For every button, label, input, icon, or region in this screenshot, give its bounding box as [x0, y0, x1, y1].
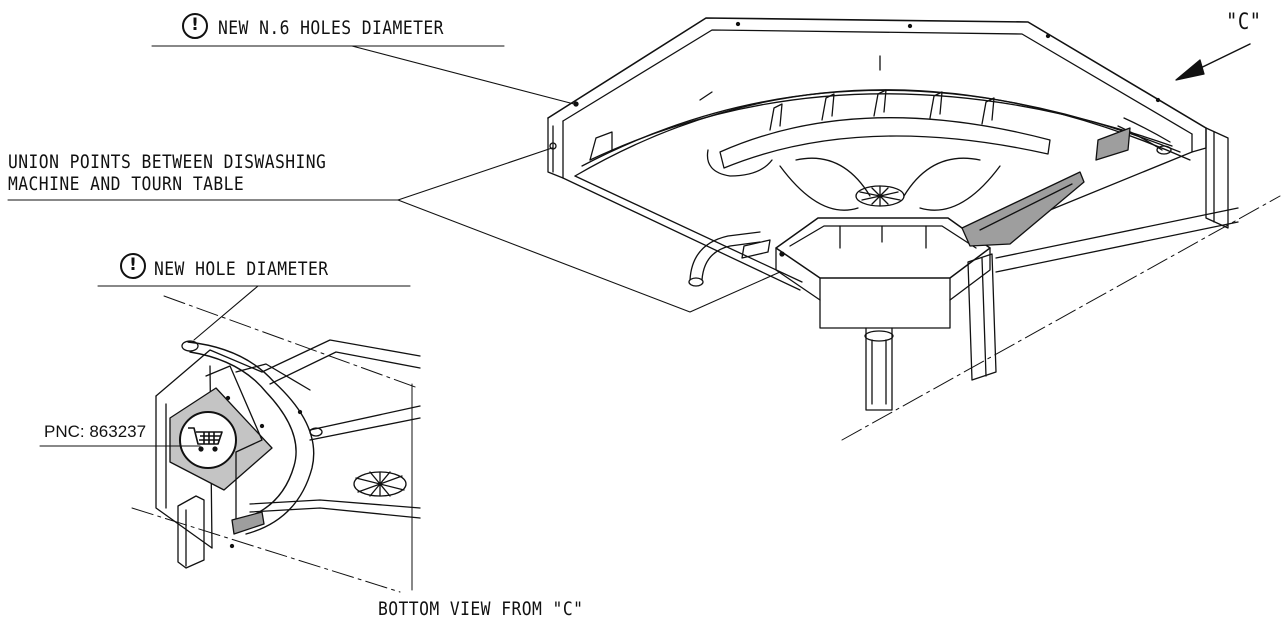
- exclamation-circle-icon: !: [120, 253, 146, 279]
- new-holes-diameter-label: NEW N.6 HOLES DIAMETER: [218, 17, 444, 39]
- shopping-cart-icon: [188, 427, 223, 452]
- pnc-code-label: PNC: 863237: [44, 422, 147, 441]
- union-points-label-line1: UNION POINTS BETWEEN DISWASHING: [8, 151, 327, 173]
- detail-view: [131, 295, 421, 593]
- turn-table-assembly: [547, 17, 1239, 411]
- view-c-label: "C": [1226, 10, 1262, 35]
- union-points-label-line2: MACHINE AND TOURN TABLE: [8, 173, 245, 195]
- leader-lines: [7, 45, 781, 447]
- exclamation-circle-icon: !: [182, 13, 208, 39]
- view-c-arrowhead: [1175, 59, 1205, 81]
- break-line: [841, 195, 1281, 441]
- bottom-view-label: BOTTOM VIEW FROM "C": [378, 598, 584, 620]
- new-hole-diameter-label: NEW HOLE DIAMETER: [154, 258, 329, 280]
